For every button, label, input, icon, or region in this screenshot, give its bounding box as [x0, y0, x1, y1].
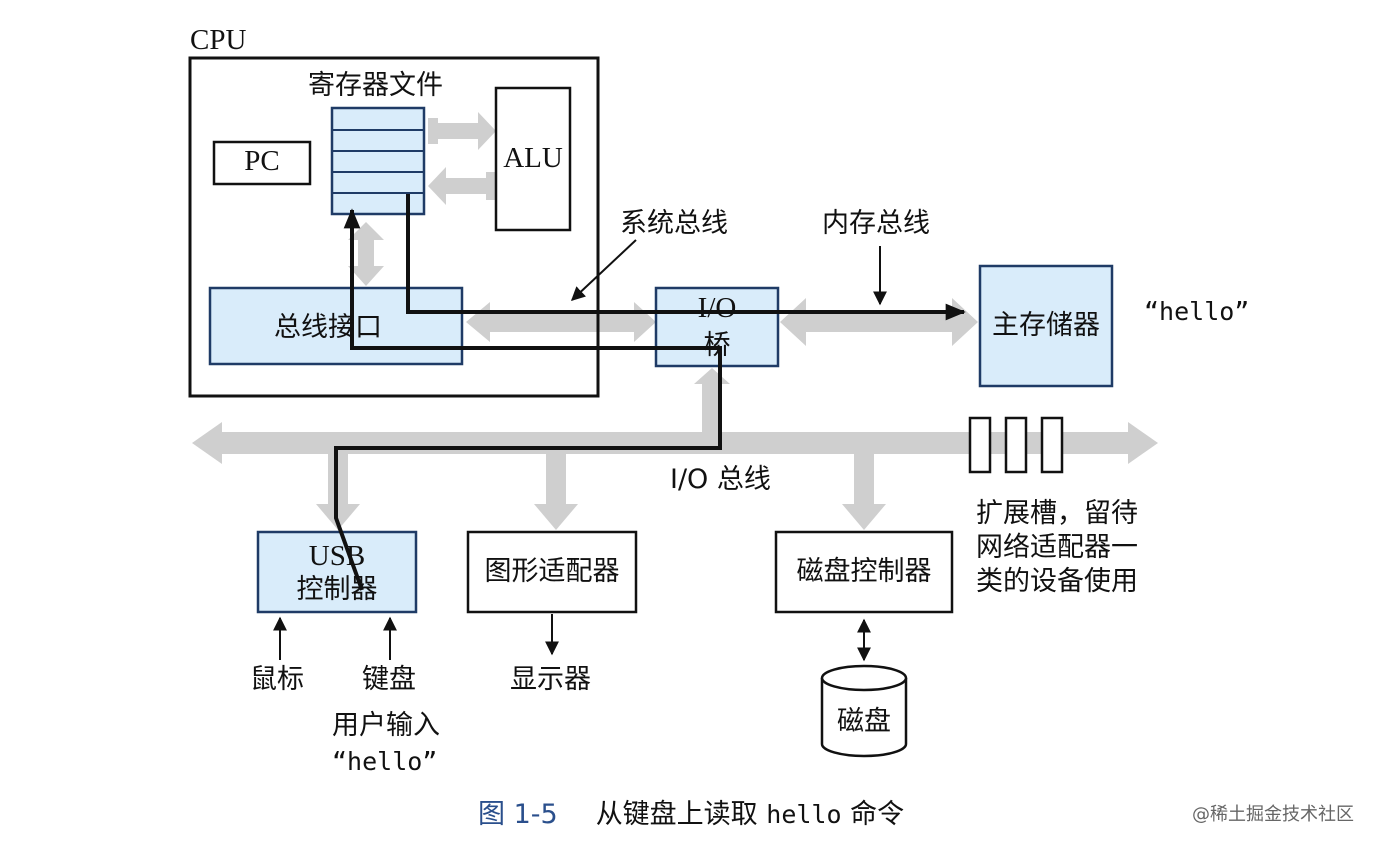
- alu-label: ALU: [503, 142, 563, 174]
- io-bridge-box: [654, 286, 780, 368]
- memory-bus-label: 内存总线: [822, 208, 930, 239]
- expansion-label-line3: 类的设备使用: [976, 566, 1138, 597]
- expansion-label-line2: 网络适配器一: [976, 532, 1138, 563]
- register-file-label: 寄存器文件: [308, 70, 443, 101]
- usb-label-line2: 控制器: [296, 574, 378, 605]
- mouse-label: 鼠标: [250, 664, 304, 695]
- figure-number: 图 1-5: [478, 799, 558, 830]
- io-bridge-label-line2: 桥: [703, 330, 731, 361]
- disk-controller-box: [774, 530, 954, 614]
- io-bus-band: [192, 422, 1158, 464]
- caption-code: hello: [766, 800, 842, 829]
- input-hello-label: “hello”: [332, 747, 438, 776]
- main-memory-box: [978, 264, 1114, 388]
- reg-alu-band-top: [428, 112, 496, 150]
- cpu-box: [188, 56, 600, 398]
- memory-bus-band: [780, 298, 978, 346]
- caption-text-after: 命令: [841, 799, 905, 830]
- data-path-input: [334, 208, 722, 591]
- reg-alu-band-bottom: [428, 167, 496, 205]
- disk-controller-label: 磁盘控制器: [796, 556, 932, 587]
- graphics-adapter-box: [466, 530, 638, 614]
- pc-label: PC: [244, 145, 280, 177]
- main-memory-label: 主存储器: [992, 310, 1100, 341]
- caption-text-before: 从键盘上读取: [595, 799, 767, 830]
- cpu-label: CPU: [190, 24, 247, 56]
- bridge-bus-band: [694, 368, 730, 432]
- user-input-label: 用户输入: [332, 710, 440, 741]
- disk-cylinder: [820, 664, 908, 758]
- expansion-label-line1: 扩展槽，留待: [976, 498, 1138, 529]
- system-bus-pointer: [570, 239, 637, 301]
- bus-interface-label: 总线接口: [274, 312, 382, 343]
- reg-bus-band: [348, 222, 384, 286]
- pointer-arrows: [273, 239, 887, 662]
- usb-controller-box: [256, 530, 418, 614]
- watermark: @稀土掘金技术社区: [1192, 804, 1354, 825]
- expansion-slot-1: [968, 416, 992, 474]
- figure-caption: 图 1-5 从键盘上读取 hello 命令: [478, 792, 904, 831]
- data-path: [334, 194, 966, 591]
- pc-box: [212, 140, 312, 186]
- graphics-bus-band: [534, 454, 578, 530]
- data-path-output: [406, 194, 966, 321]
- expansion-slot-2: [1004, 416, 1028, 474]
- bus-interface-box: [208, 286, 464, 366]
- alu-box: [494, 86, 572, 232]
- system-bus-label: 系统总线: [620, 208, 728, 239]
- disk-bus-band: [842, 454, 886, 530]
- io-bridge-label-line1: I/O: [697, 292, 737, 324]
- display-label: 显示器: [510, 664, 591, 695]
- io-bus-label: I/O 总线: [670, 464, 771, 495]
- usb-label-line1: USB: [308, 540, 366, 572]
- disk-label: 磁盘: [837, 706, 891, 737]
- expansion-slots: [968, 416, 1064, 474]
- system-bus-band: [466, 302, 656, 342]
- register-file: [330, 106, 426, 216]
- expansion-slot-3: [1040, 416, 1064, 474]
- keyboard-label: 键盘: [362, 664, 416, 695]
- memory-hello-label: “hello”: [1144, 297, 1250, 326]
- graphics-adapter-label: 图形适配器: [484, 556, 620, 587]
